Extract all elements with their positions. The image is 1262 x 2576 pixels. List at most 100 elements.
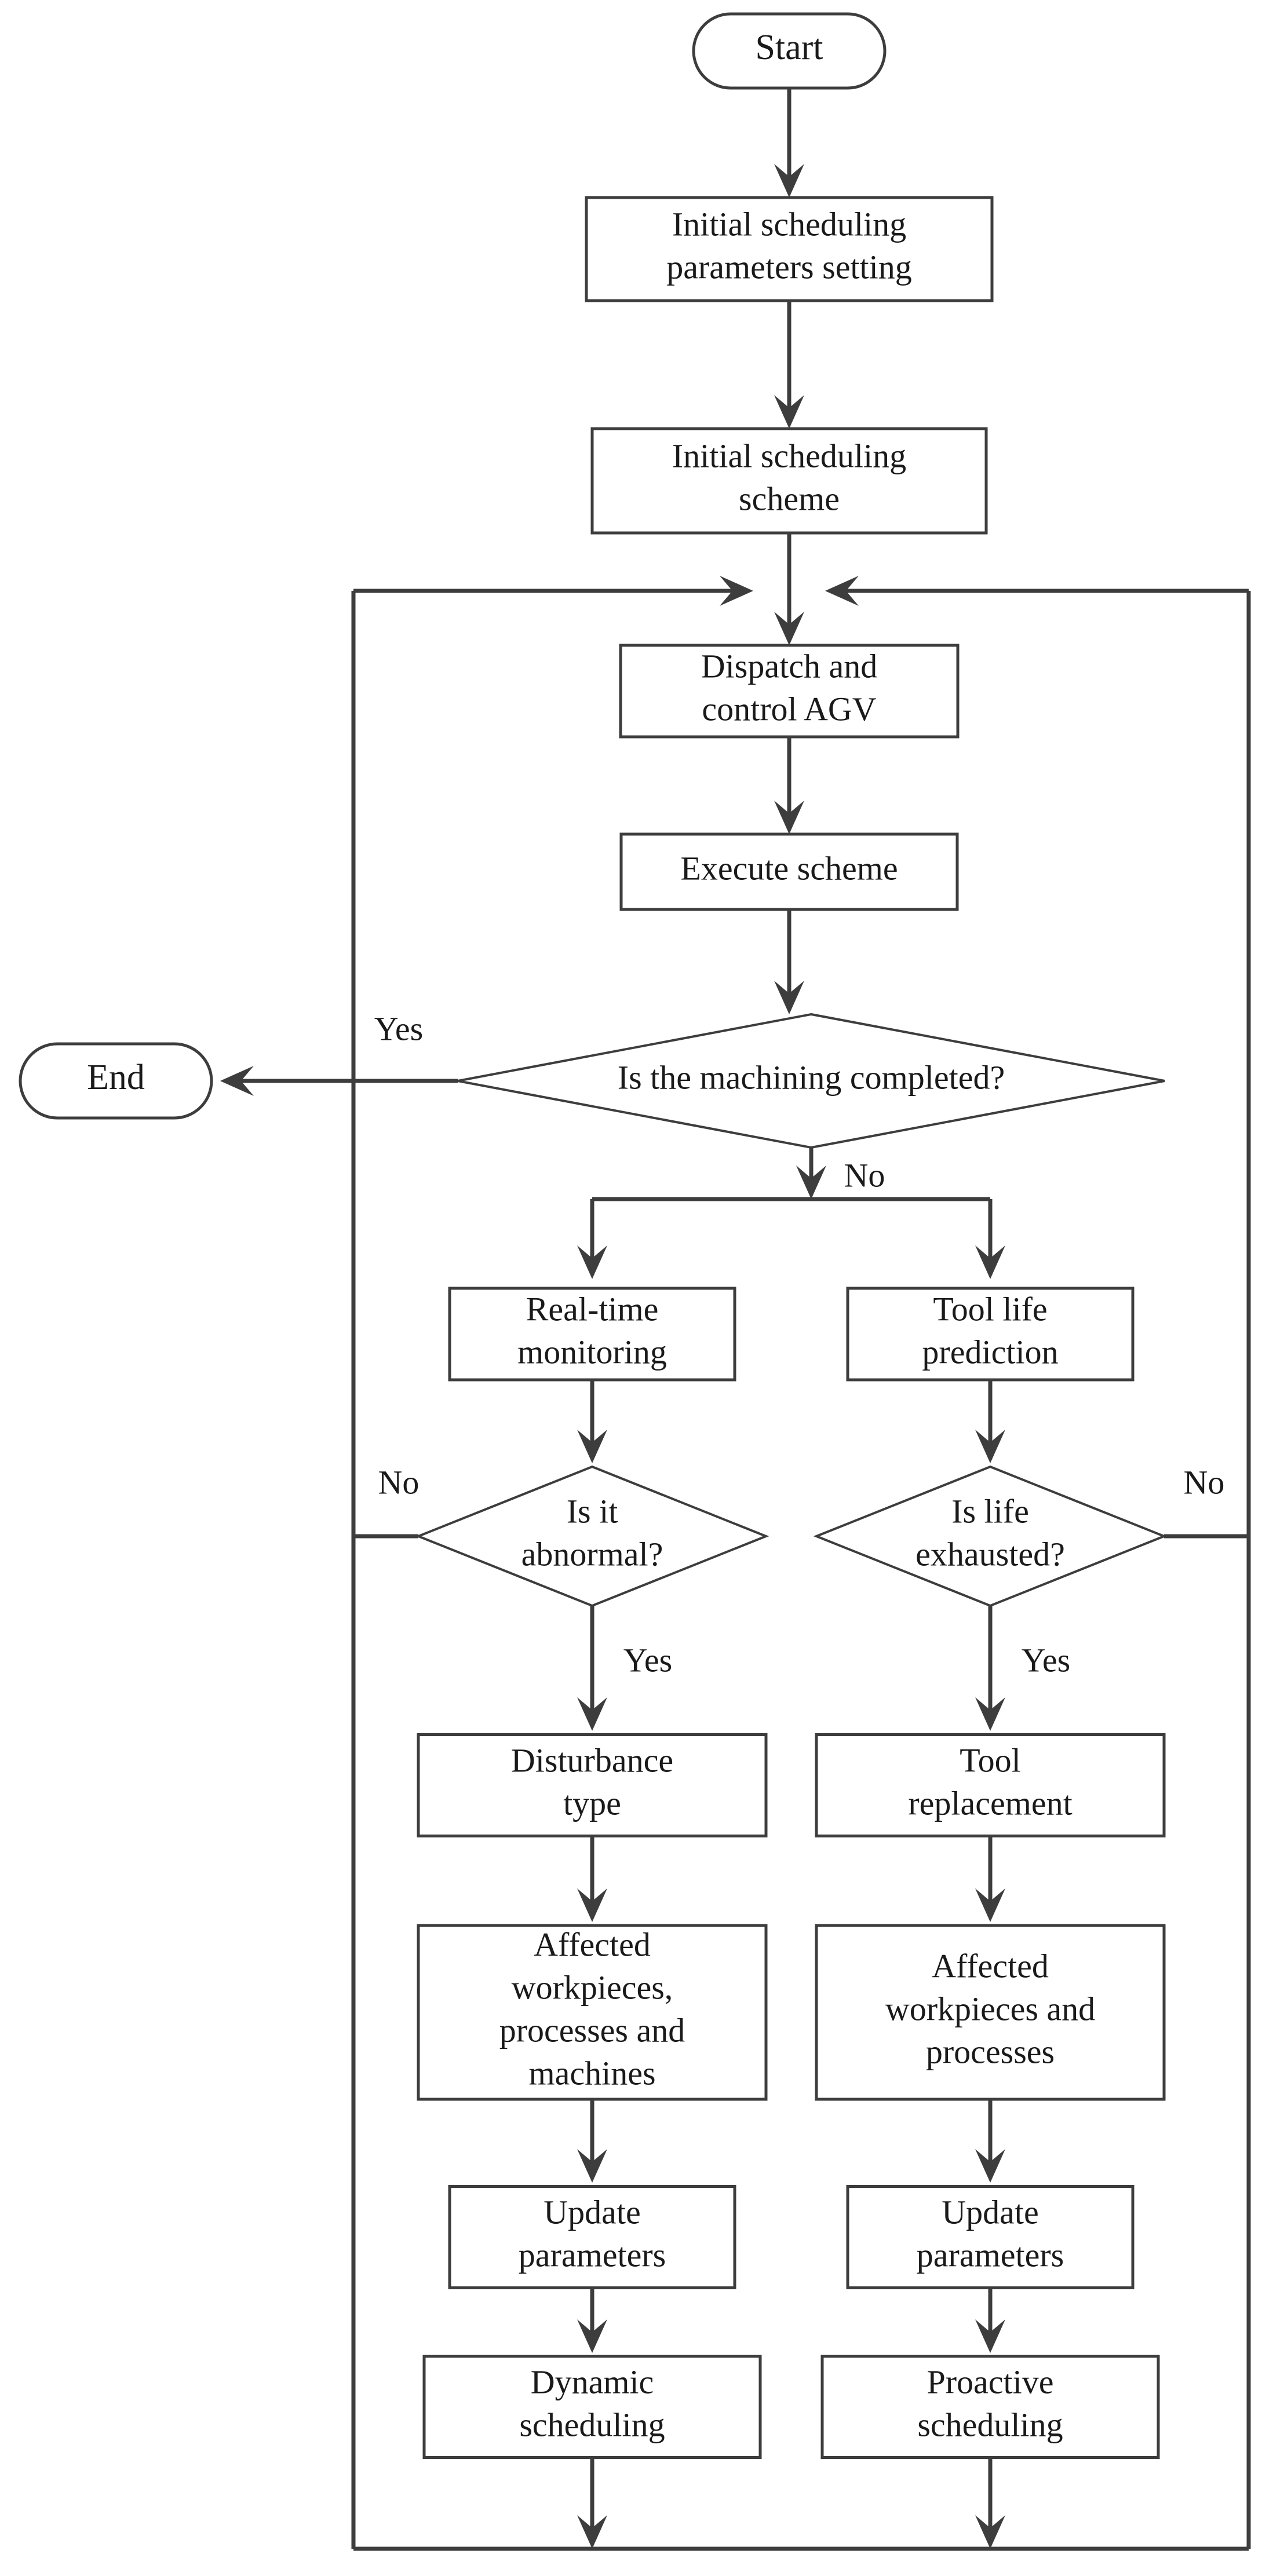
node-label-line: Update [942, 2193, 1039, 2231]
node-label-line: abnormal? [521, 1535, 663, 1573]
node-label-line: Start [755, 28, 823, 67]
node-label-line: Is life [951, 1492, 1029, 1530]
node-label-line: type [563, 1784, 621, 1822]
node-start[interactable]: Start [692, 12, 887, 90]
edge-label-e-life-no: No [1184, 1463, 1225, 1501]
edge-e-rail-dispatch [774, 591, 804, 645]
node-init-params[interactable]: Initial scheduling parameters setting [585, 196, 994, 302]
node-label-line: workpieces, [512, 1968, 673, 2006]
edge-e-predict-life [975, 1380, 1005, 1463]
node-label-line: parameters setting [666, 248, 912, 286]
node-label-line: Affected [534, 1925, 651, 1963]
process-shape [417, 1733, 768, 1837]
node-label-line: Disturbance [511, 1741, 673, 1779]
edge-e-start-init [774, 88, 804, 198]
edge-e-affected-update-r [975, 2099, 1005, 2183]
node-label-line: Update [544, 2193, 641, 2231]
edge-e-split-right [975, 1199, 1005, 1279]
node-update-params-right[interactable]: Update parameters [846, 2185, 1135, 2289]
edge-e-affected-update-l [577, 2099, 607, 2183]
edge-e-abnormal-yes [577, 1606, 607, 1731]
process-shape [619, 644, 960, 739]
node-affected-right[interactable]: Affected workpieces and processes [815, 1924, 1166, 2101]
node-tool-replacement[interactable]: Tool replacement [815, 1733, 1166, 1837]
process-shape [448, 2185, 736, 2289]
process-shape [448, 1287, 736, 1382]
node-label-line: Affected [932, 1947, 1049, 1985]
edge-e-init-scheme [774, 301, 804, 429]
edge-e-no-down [796, 1148, 826, 1199]
edge-e-yes-end [220, 1066, 458, 1096]
node-label-line: scheme [739, 480, 840, 517]
node-execute-scheme[interactable]: Execute scheme [619, 832, 959, 911]
node-update-params-left[interactable]: Update parameters [448, 2185, 736, 2289]
process-shape [585, 196, 994, 302]
edge-e-toolrep-affected [975, 1836, 1005, 1922]
node-label-line: parameters [519, 2236, 666, 2274]
edge-e-split-left [577, 1199, 607, 1279]
edge-e-update-pro [975, 2288, 1005, 2353]
process-shape [417, 1924, 768, 2101]
edge-e-monitor-abnormal [577, 1380, 607, 1463]
process-shape [846, 1287, 1135, 1382]
node-proactive-scheduling[interactable]: Proactive scheduling [820, 2355, 1160, 2459]
decision-shape [813, 1465, 1168, 1607]
edge-label-e-abnormal-yes: Yes [623, 1641, 672, 1679]
node-label-line: End [87, 1058, 145, 1097]
edge-label-e-yes-end: Yes [374, 1010, 423, 1047]
process-shape [815, 1733, 1166, 1837]
node-label-line: Tool life [933, 1290, 1047, 1328]
edge-e-dispatch-execute [774, 737, 804, 834]
node-label-line: parameters [917, 2236, 1064, 2274]
node-label-line: scheduling [917, 2406, 1063, 2443]
edge-e-right-rail-top [825, 576, 1249, 606]
edge-e-dyn-bottom [577, 2458, 607, 2549]
node-label-line: Dispatch and [701, 647, 877, 685]
node-label-line: Initial scheduling [672, 205, 906, 243]
terminator-shape [692, 12, 887, 90]
node-dynamic-scheduling[interactable]: Dynamic scheduling [422, 2355, 762, 2459]
node-label-line: replacement [908, 1784, 1072, 1822]
node-end[interactable]: End [19, 1042, 213, 1120]
node-disturbance-type[interactable]: Disturbance type [417, 1733, 768, 1837]
process-shape [590, 427, 988, 535]
node-label-line: Real-time [526, 1290, 659, 1328]
edges-layer [220, 88, 1251, 2551]
node-label-line: monitoring [517, 1333, 667, 1371]
node-label-line: Initial scheduling [672, 437, 906, 474]
process-shape [619, 832, 959, 911]
process-shape [846, 2185, 1135, 2289]
decision-shape [415, 1465, 769, 1607]
node-label-line: Is it [567, 1492, 618, 1530]
edge-e-update-dyn [577, 2288, 607, 2353]
node-label-line: Dynamic [531, 2363, 654, 2400]
process-shape [820, 2355, 1160, 2459]
node-init-scheme[interactable]: Initial scheduling scheme [590, 427, 988, 535]
edge-e-pro-bottom [975, 2458, 1005, 2549]
node-is-abnormal[interactable]: Is it abnormal? [415, 1465, 769, 1607]
edge-e-left-rail-top [353, 576, 753, 606]
process-shape [815, 1924, 1166, 2101]
node-label-line: processes [926, 2033, 1055, 2070]
node-label-line: Proactive [927, 2363, 1053, 2400]
edge-label-e-no-down: No [844, 1156, 885, 1194]
edge-e-life-yes [975, 1606, 1005, 1731]
process-shape [422, 2355, 762, 2459]
node-label-line: scheduling [519, 2406, 665, 2443]
terminator-shape [19, 1042, 213, 1120]
node-label-line: exhausted? [916, 1535, 1065, 1573]
node-label-line: processes and [499, 2011, 685, 2049]
node-label-line: workpieces and [885, 1990, 1095, 2027]
edge-e-execute-decision [774, 909, 804, 1014]
node-label-line: Tool [960, 1741, 1021, 1779]
node-is-life-exhausted[interactable]: Is life exhausted? [813, 1465, 1168, 1607]
node-realtime-monitoring[interactable]: Real-time monitoring [448, 1287, 736, 1382]
edge-e-disturb-affected [577, 1836, 607, 1922]
node-machining-done[interactable]: Is the machining completed? [457, 1013, 1165, 1149]
